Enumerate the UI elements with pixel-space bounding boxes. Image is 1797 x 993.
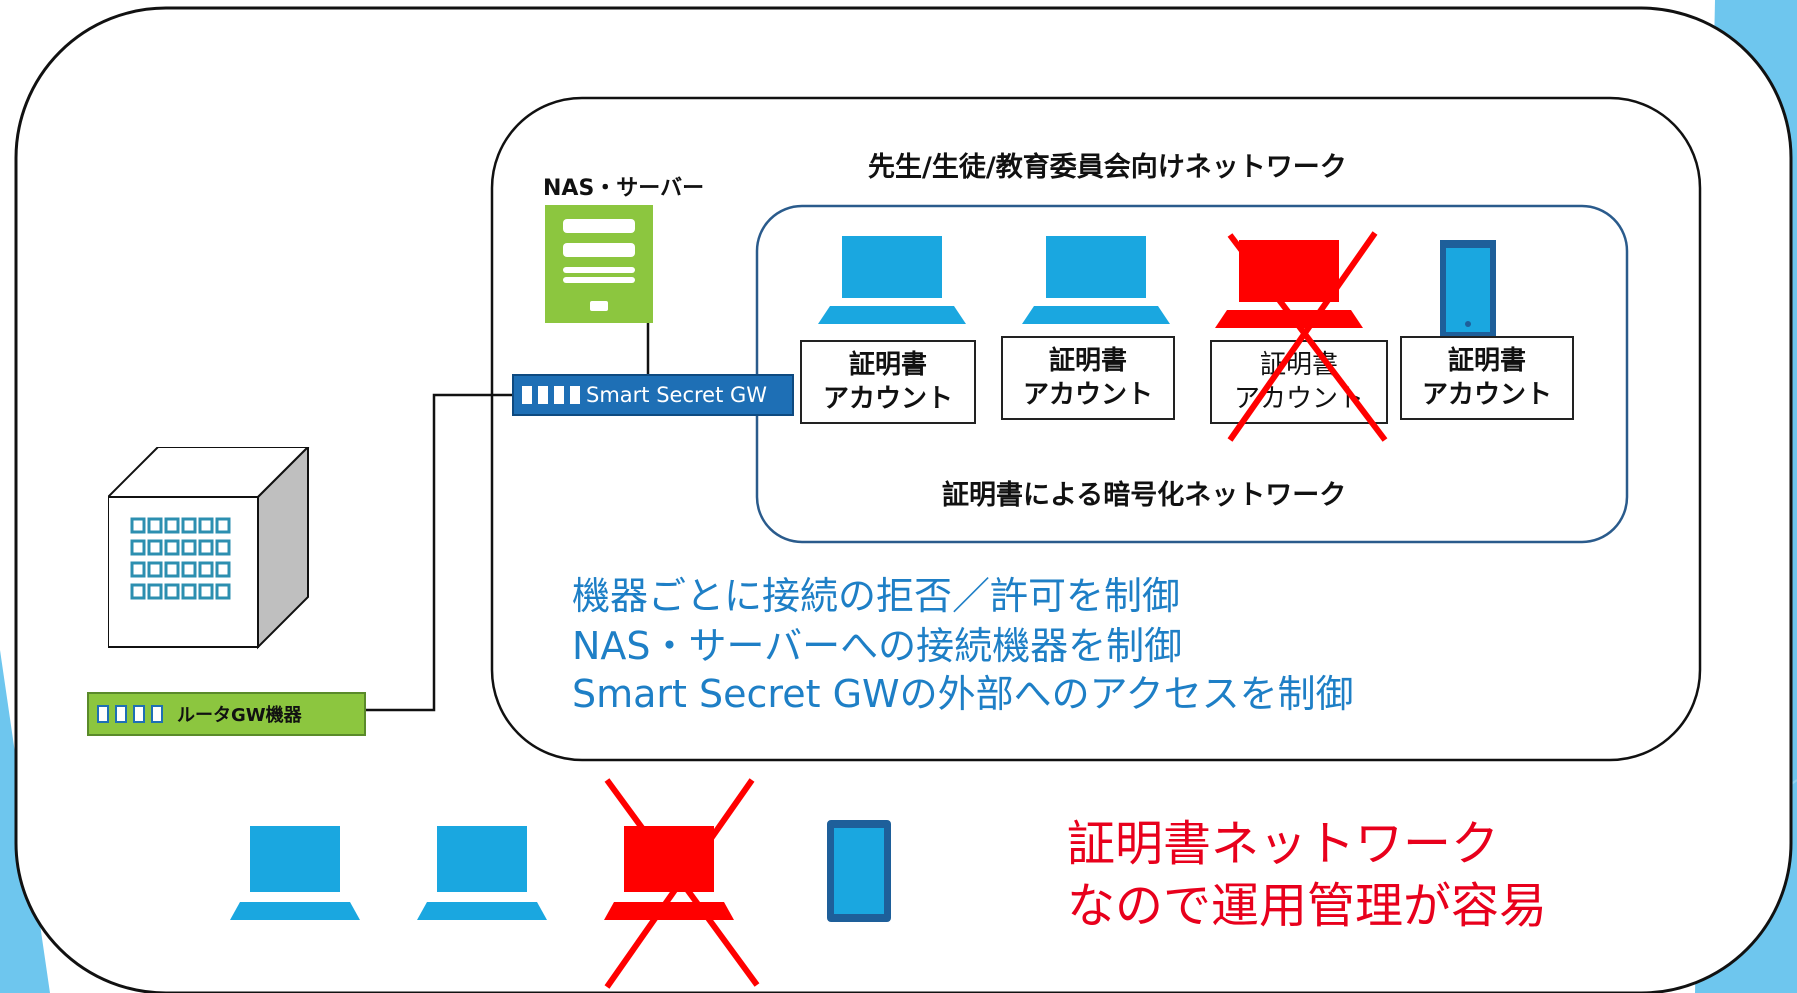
router-gw-device: ルータGW機器	[87, 692, 366, 736]
port-icon	[97, 705, 109, 723]
building-window	[215, 561, 231, 578]
nas-server-icon	[545, 205, 653, 323]
building-window	[130, 561, 146, 578]
account-line: アカウント	[1421, 380, 1552, 410]
revoked-cross-icon	[604, 778, 760, 989]
building-window	[198, 539, 214, 556]
port-icon	[115, 705, 127, 723]
port-icon	[538, 386, 548, 404]
router-label: ルータGW機器	[177, 705, 302, 726]
cert-account-card: 証明書 アカウント	[800, 340, 976, 424]
gateway-label: Smart Secret GW	[586, 383, 768, 407]
port-icon	[554, 386, 564, 404]
cert-line: 証明書	[1048, 346, 1127, 376]
building-window	[147, 561, 163, 578]
port-icon	[522, 386, 532, 404]
building-window	[147, 517, 163, 534]
building-window	[130, 539, 146, 556]
building-window	[147, 539, 163, 556]
feature-line: Smart Secret GWの外部へのアクセスを制御	[572, 672, 1354, 716]
building-window	[181, 583, 197, 600]
message-line: 証明書ネットワーク	[1067, 816, 1500, 872]
nas-label: NAS・サーバー	[543, 176, 705, 201]
cert-account-card: 証明書 アカウント	[1001, 336, 1175, 420]
slide-accent-line	[1751, 0, 1797, 121]
building-window	[198, 561, 214, 578]
building-window	[164, 517, 180, 534]
feature-line: 機器ごとに接続の拒否／許可を制御	[572, 574, 1181, 618]
building-window	[181, 539, 197, 556]
building-window	[164, 561, 180, 578]
revoked-laptop-icon	[1215, 240, 1363, 328]
feature-line: NAS・サーバーへの接続機器を制御	[572, 624, 1183, 668]
port-icon	[151, 705, 163, 723]
building-window	[215, 517, 231, 534]
revoked-cert-account-card: 証明書 アカウント	[1210, 340, 1388, 424]
building-window	[164, 539, 180, 556]
router-ports	[97, 705, 163, 723]
laptop-icon	[818, 236, 966, 324]
building-window	[198, 517, 214, 534]
laptop-icon	[1022, 236, 1170, 324]
tablet-icon	[827, 820, 891, 922]
school-building-icon	[108, 447, 310, 650]
building-window	[198, 583, 214, 600]
port-icon	[570, 386, 580, 404]
cert-line: 証明書	[848, 350, 927, 380]
account-line: アカウント	[822, 384, 953, 414]
cert-network-label: 証明書による暗号化ネットワーク	[942, 480, 1347, 511]
cert-account-card: 証明書 アカウント	[1400, 336, 1574, 420]
smart-secret-gateway: Smart Secret GW	[512, 374, 794, 416]
account-line: アカウント	[1022, 380, 1153, 410]
message-line: なので運用管理が容易	[1067, 878, 1548, 934]
building-window	[147, 583, 163, 600]
tablet-icon	[1440, 240, 1496, 340]
port-icon	[133, 705, 145, 723]
gateway-ports	[522, 386, 580, 404]
laptop-icon	[230, 826, 360, 920]
cert-line: 証明書	[1447, 346, 1526, 376]
gw-to-router-cable	[366, 393, 512, 712]
network-title: 先生/生徒/教育委員会向けネットワーク	[868, 152, 1347, 183]
building-window	[215, 539, 231, 556]
building-window	[130, 583, 146, 600]
building-window	[130, 517, 146, 534]
laptop-icon	[417, 826, 547, 920]
building-window	[215, 583, 231, 600]
building-window	[181, 517, 197, 534]
revoked-cross-icon	[1227, 231, 1388, 442]
building-window	[164, 583, 180, 600]
building-window	[181, 561, 197, 578]
